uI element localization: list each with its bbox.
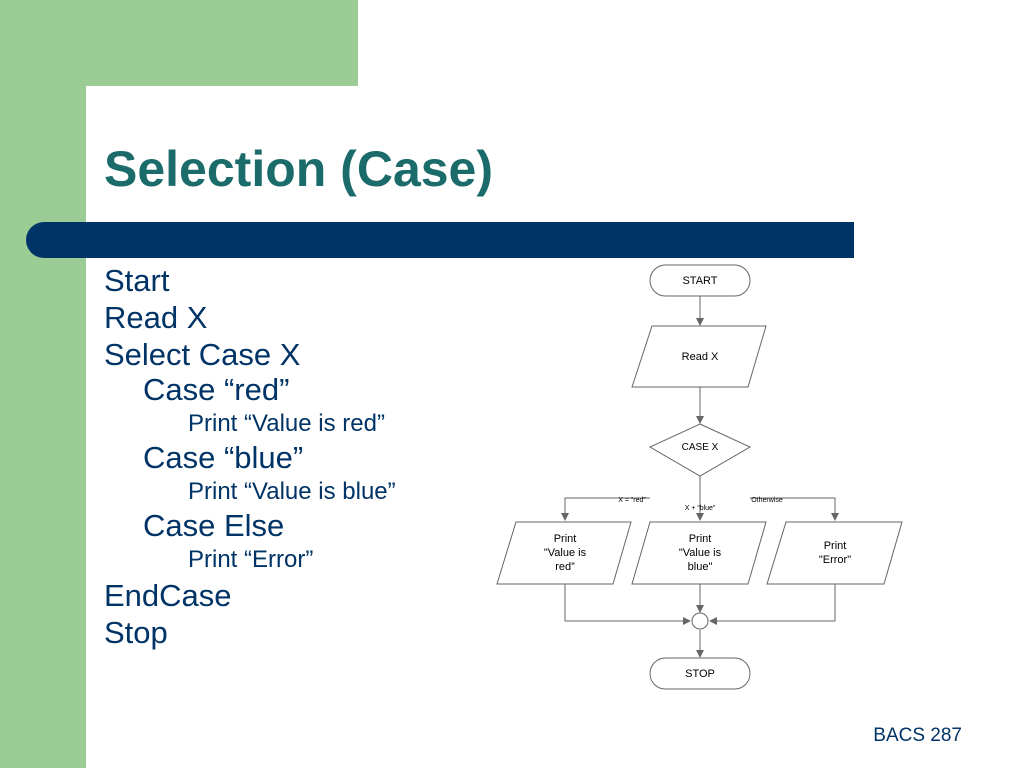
arrow-error-to-merge (709, 584, 836, 625)
arrow-red-to-merge (564, 584, 691, 625)
case-flowchart: START Read X CASE X X = “red” X + “blue”… (496, 264, 903, 690)
slide-title: Selection (Case) (104, 141, 494, 197)
stop-label: STOP (685, 668, 715, 680)
case-x-label: CASE X (682, 442, 719, 453)
arrow-case-to-error (750, 497, 839, 521)
read-x-io-shape (631, 325, 767, 388)
print-blue-line: "Value is (679, 547, 722, 559)
title-underline-bar (26, 222, 854, 258)
pseudocode-line: Print “Value is red” (188, 410, 385, 437)
print-red-line: Print (554, 533, 577, 545)
pseudocode-list: Start Read X Select Case X Case “red” Pr… (104, 262, 396, 651)
branch-red-label: X = “red” (618, 497, 646, 504)
print-blue-line: Print (689, 533, 712, 545)
case-x-decision (648, 423, 752, 477)
print-error-io-shape (766, 521, 903, 585)
course-footer: BACS 287 (873, 725, 962, 746)
print-red-line: red” (555, 561, 575, 573)
start-label: START (682, 275, 717, 287)
merge-connector (691, 612, 709, 630)
pseudocode-line: Print “Error” (188, 546, 314, 573)
content-area (86, 86, 1024, 768)
pseudocode-line: Start (104, 263, 170, 298)
pseudocode-line: Stop (104, 615, 168, 650)
read-x-label: Read X (682, 351, 719, 363)
green-left-strip (0, 0, 86, 768)
print-blue-line: blue" (688, 561, 713, 573)
start-terminator (649, 264, 751, 297)
print-red-io-shape (496, 521, 632, 585)
branch-otherwise-label: Otherwise (751, 497, 783, 504)
pseudocode-line: Read X (104, 300, 208, 335)
flow-connectors (561, 296, 839, 658)
print-error-line: Print (824, 540, 847, 552)
pseudocode-line: Print “Value is blue” (188, 478, 396, 505)
pseudocode-line: Case “blue” (143, 440, 304, 475)
print-blue-io-shape (631, 521, 767, 585)
arrow-case-to-red (561, 497, 650, 521)
pseudocode-line: Select Case X (104, 337, 301, 372)
pseudocode-line: Case “red” (143, 372, 290, 407)
branch-blue-label: X + “blue” (685, 505, 716, 512)
print-error-line: "Error" (819, 554, 851, 566)
print-red-line: "Value is (544, 547, 587, 559)
pseudocode-line: EndCase (104, 578, 232, 613)
pseudocode-line: Case Else (143, 508, 285, 543)
stop-terminator (649, 657, 751, 690)
